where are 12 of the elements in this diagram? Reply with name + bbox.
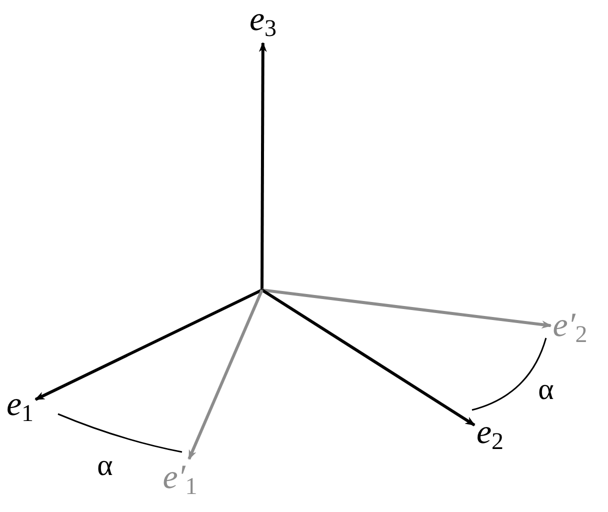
vector-label: e′$_{2}$ bbox=[552, 309, 588, 347]
vector-label: e′$_{1}$ bbox=[162, 461, 198, 499]
vector-arrow bbox=[34, 288, 263, 401]
vector-arrow bbox=[261, 288, 476, 426]
vector-arrow bbox=[188, 289, 264, 460]
vector-label: e$_{1}$ bbox=[6, 388, 34, 426]
vector-arrow bbox=[262, 288, 552, 328]
vector-label: e$_{2}$ bbox=[476, 416, 504, 454]
angle-label: α bbox=[538, 375, 554, 405]
vector-arrow bbox=[258, 42, 267, 290]
angle-label: α bbox=[97, 451, 113, 481]
vector-label: e$_{3}$ bbox=[249, 3, 277, 41]
